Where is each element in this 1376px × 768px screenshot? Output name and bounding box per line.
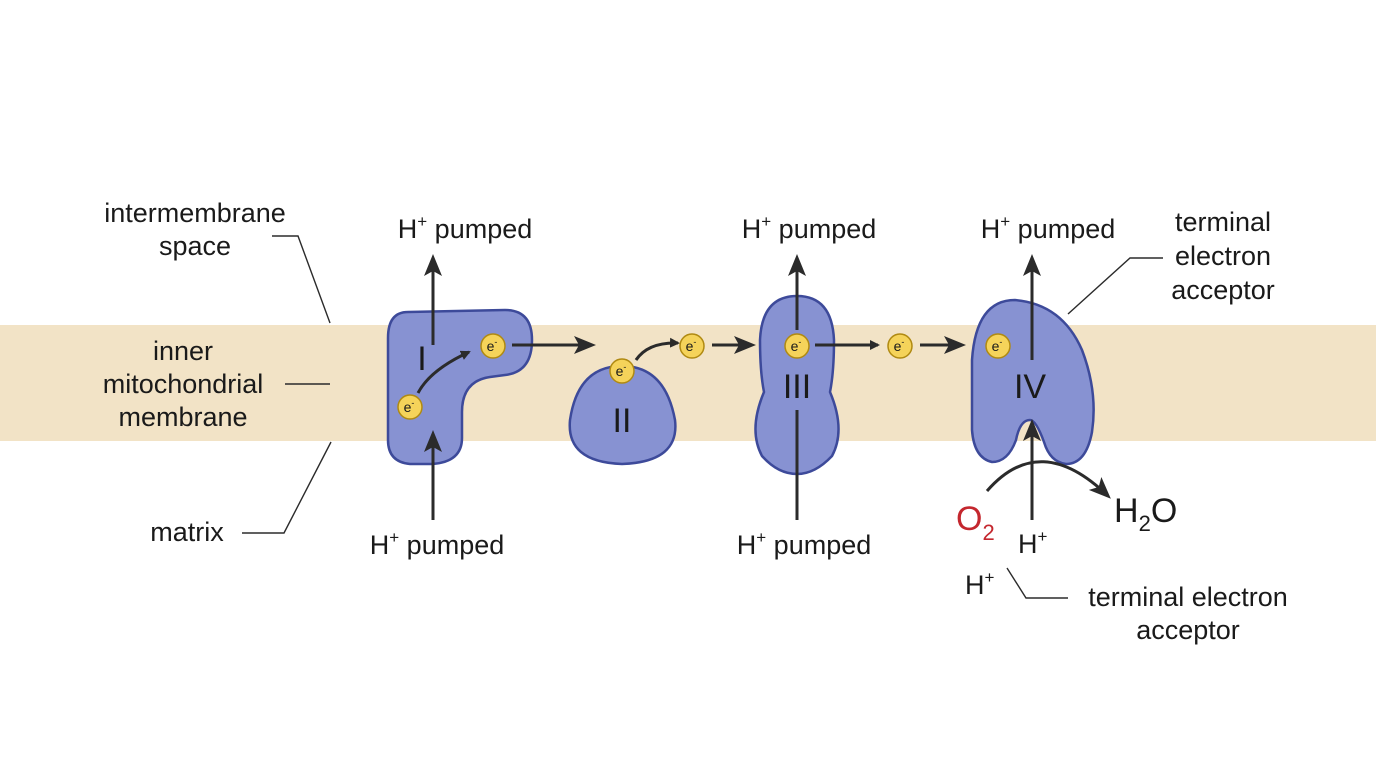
intermembrane-space-leader (272, 235, 331, 324)
inner-membrane-line-2: mitochondrial (103, 369, 264, 399)
inner-membrane-line-1: inner (153, 336, 213, 366)
terminal-acceptor-top-line-2: electron (1175, 241, 1271, 271)
terminal-acceptor-top-line-3: acceptor (1171, 275, 1275, 305)
matrix-label: matrix (150, 517, 224, 547)
complex-iii-pumped-bottom-label: H+ pumped (737, 528, 872, 560)
inner-membrane-line-3: membrane (118, 402, 247, 432)
proton-label-lower: H+ (965, 568, 995, 600)
electron-symbol: e- (616, 362, 627, 379)
o2-to-h2o-arrow (985, 460, 1111, 499)
water-label: H2O (1114, 492, 1177, 536)
electron-iii: e- (784, 333, 810, 359)
intermembrane-space-label: intermembrane space (104, 198, 286, 261)
complex-i-label: I (417, 340, 426, 378)
electron-symbol: e- (894, 337, 905, 354)
electron-i-upper: e- (480, 333, 506, 359)
intermembrane-space-line-1: intermembrane (104, 198, 286, 228)
complex-i-pumped-bottom-label: H+ pumped (370, 528, 505, 560)
terminal-acceptor-bottom-leader (1006, 567, 1068, 599)
electron-between-ii-iii: e- (679, 333, 705, 359)
electron-iv: e- (985, 333, 1011, 359)
oxygen-label: O2 (956, 500, 995, 545)
terminal-acceptor-top-label: terminal electron acceptor (1171, 207, 1275, 305)
terminal-acceptor-bottom-line-2: acceptor (1136, 615, 1240, 645)
complex-iv-label: IV (1014, 368, 1046, 406)
electron-symbol: e- (686, 337, 697, 354)
terminal-acceptor-bottom-line-1: terminal electron (1088, 582, 1288, 612)
electron-symbol: e- (487, 337, 498, 354)
inner-membrane-label: inner mitochondrial membrane (103, 336, 264, 432)
complex-ii-shape (568, 364, 677, 466)
terminal-acceptor-top-leader (1067, 257, 1163, 315)
complex-ii-label: II (613, 402, 632, 440)
complex-iii-pumped-top-label: H+ pumped (742, 212, 877, 244)
electron-symbol: e- (992, 337, 1003, 354)
electron-ii: e- (609, 358, 635, 384)
complex-i-pumped-top-label: H+ pumped (398, 212, 533, 244)
intermembrane-space-line-2: space (159, 231, 231, 261)
complex-i-internal-arrow (416, 350, 471, 394)
electron-symbol: e- (404, 398, 415, 415)
electron-i-lower: e- (397, 394, 423, 420)
matrix-leader (242, 441, 332, 534)
complex-iv-pumped-top-label: H+ pumped (981, 212, 1116, 244)
electron-arrow-ii-curve (634, 337, 680, 361)
electron-symbol: e- (791, 337, 802, 354)
terminal-acceptor-bottom-label: terminal electron acceptor (1088, 582, 1288, 645)
complex-iii-label: III (783, 368, 811, 406)
electron-between-iii-iv: e- (887, 333, 913, 359)
terminal-acceptor-top-line-1: terminal (1175, 207, 1271, 237)
proton-label-matrix: H+ (1018, 527, 1048, 559)
